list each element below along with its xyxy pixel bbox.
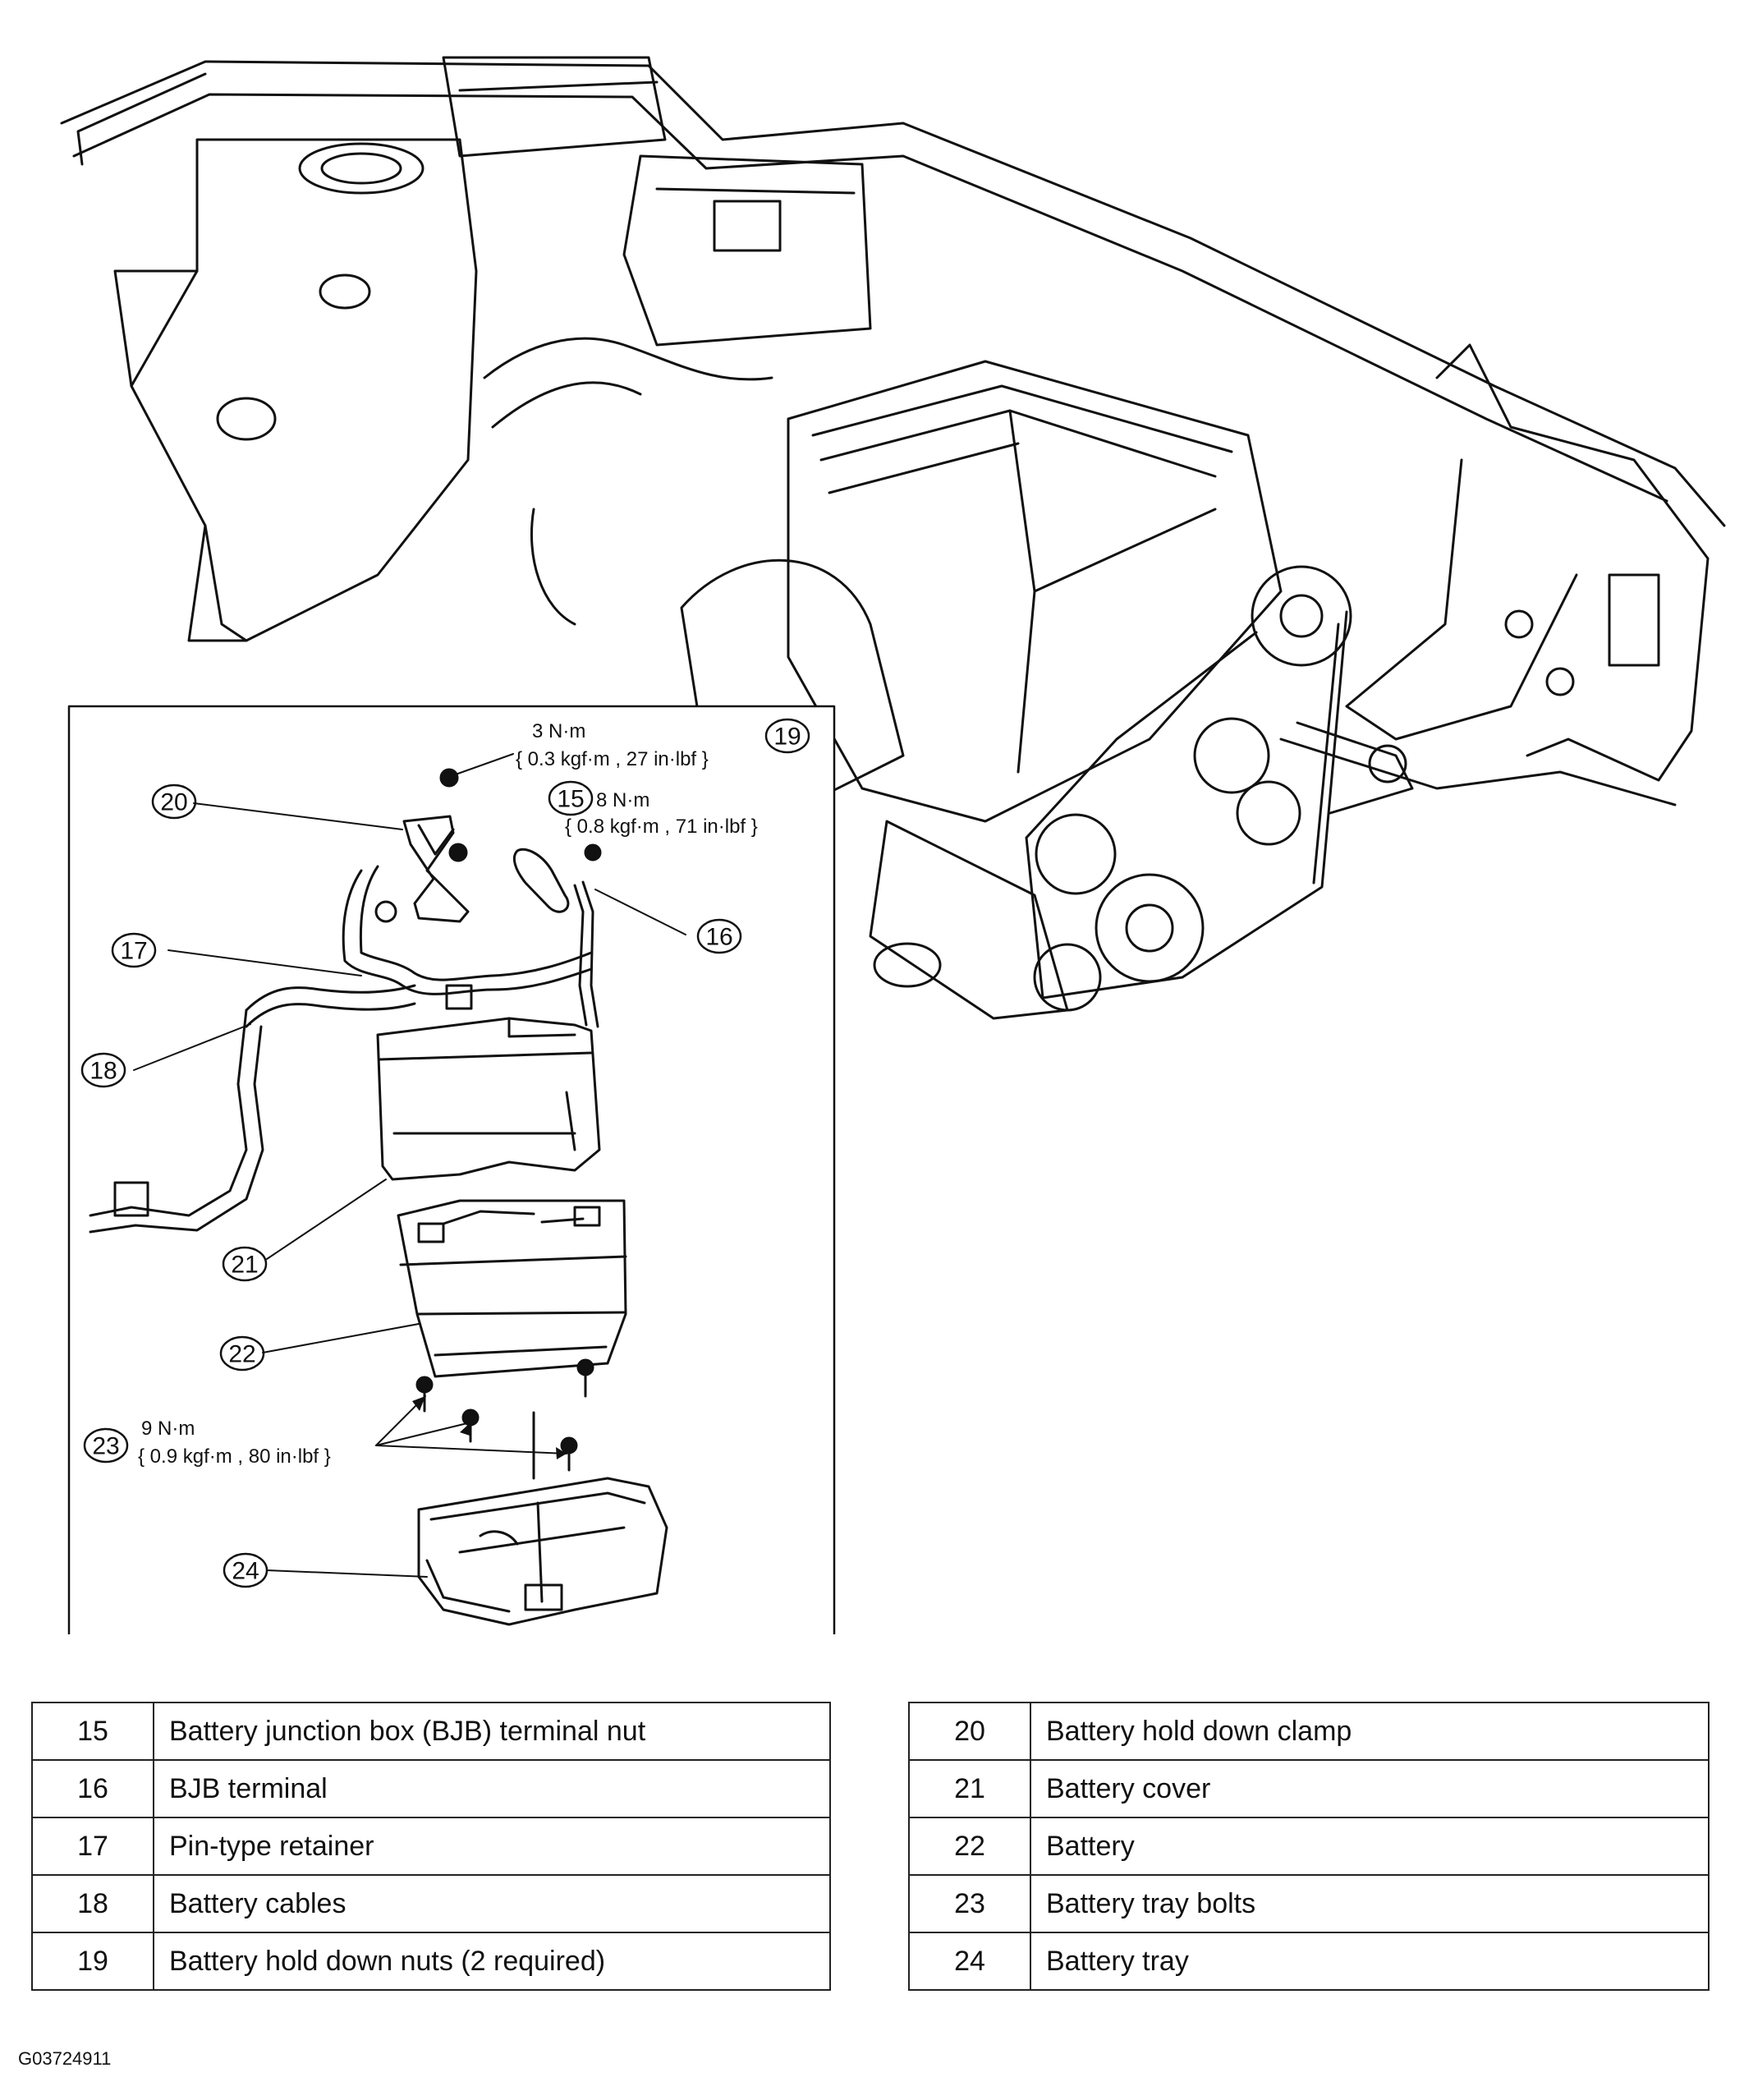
callout-21: 21	[231, 1252, 258, 1279]
callout-18: 18	[89, 1058, 117, 1085]
battery-exploded-parts	[89, 768, 668, 1626]
table-row: 22 Battery	[908, 1817, 1710, 1876]
table-row: 21 Battery cover	[908, 1759, 1710, 1818]
legend-number: 19	[31, 1932, 154, 1991]
torque-23-nm: 9 N·m	[141, 1418, 195, 1440]
callout-24: 24	[232, 1558, 259, 1585]
leader-lines	[133, 753, 686, 1578]
callout-17: 17	[120, 938, 147, 965]
legend-number: 16	[31, 1759, 154, 1818]
legend-table-right: 20 Battery hold down clamp 21 Battery co…	[908, 1702, 1710, 1991]
engine-compartment-drawing	[60, 56, 1726, 1020]
legend-number: 17	[31, 1817, 154, 1876]
table-row: 19 Battery hold down nuts (2 required)	[31, 1932, 831, 1991]
callout-19: 19	[773, 724, 801, 751]
torque-15-nm: 8 N·m	[596, 789, 649, 811]
callout-16: 16	[705, 924, 732, 951]
exploded-view-illustration: 20 17 18 21 22 23 24 19 15 16 3 N·m { 0.…	[60, 56, 1726, 1634]
torque-19-imperial: { 0.3 kgf·m , 27 in·lbf }	[516, 748, 709, 770]
legend-number: 24	[908, 1932, 1031, 1991]
legend-description: Battery tray	[1030, 1932, 1710, 1991]
torque-15-imperial: { 0.8 kgf·m , 71 in·lbf }	[565, 816, 758, 838]
table-row: 16 BJB terminal	[31, 1759, 831, 1818]
table-row: 17 Pin-type retainer	[31, 1817, 831, 1876]
legend-number: 22	[908, 1817, 1031, 1876]
table-row: 24 Battery tray	[908, 1932, 1710, 1991]
legend-description: Battery hold down clamp	[1030, 1702, 1710, 1761]
table-row: 15 Battery junction box (BJB) terminal n…	[31, 1702, 831, 1761]
legend-description: Battery cover	[1030, 1759, 1710, 1818]
callout-22: 22	[228, 1341, 255, 1368]
legend-number: 21	[908, 1759, 1031, 1818]
legend-description: Battery cables	[153, 1874, 831, 1933]
legend-description: Battery hold down nuts (2 required)	[153, 1932, 831, 1991]
legend-description: Pin-type retainer	[153, 1817, 831, 1876]
legend-number: 18	[31, 1874, 154, 1933]
callout-23: 23	[92, 1433, 119, 1460]
table-row: 20 Battery hold down clamp	[908, 1702, 1710, 1761]
legend-description: Battery junction box (BJB) terminal nut	[153, 1702, 831, 1761]
legend-description: Battery tray bolts	[1030, 1874, 1710, 1933]
callout-20: 20	[160, 789, 187, 816]
callout-15: 15	[557, 786, 584, 813]
table-row: 23 Battery tray bolts	[908, 1874, 1710, 1933]
legend-number: 23	[908, 1874, 1031, 1933]
torque-19-nm: 3 N·m	[532, 720, 585, 742]
table-row: 18 Battery cables	[31, 1874, 831, 1933]
legend-number: 15	[31, 1702, 154, 1761]
legend-description: BJB terminal	[153, 1759, 831, 1818]
legend-number: 20	[908, 1702, 1031, 1761]
torque-23-imperial: { 0.9 kgf·m , 80 in·lbf }	[138, 1445, 331, 1468]
inset-frame	[67, 705, 836, 1634]
legend-description: Battery	[1030, 1817, 1710, 1876]
callout-circles	[80, 718, 810, 1588]
figure-code: G03724911	[18, 2048, 112, 2069]
legend-table-left: 15 Battery junction box (BJB) terminal n…	[31, 1702, 831, 1991]
